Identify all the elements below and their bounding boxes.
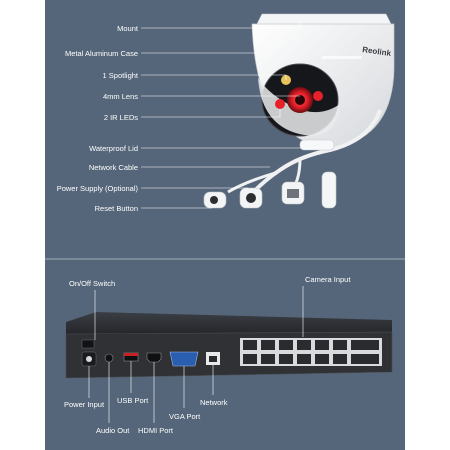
network-connector [281,181,305,205]
callout-hdmi-port: HDMI Port [138,426,174,435]
callout-network-cable: Network Cable [88,163,138,172]
waterproof-lid [299,139,335,151]
nvr-leader-lines [88,286,304,423]
callout-metal-case: Metal Aluminum Case [65,49,138,58]
nvr-recorder [65,312,393,379]
callout-network: Network [200,398,228,407]
callout-lens: 4mm Lens [102,92,138,101]
power-switch [81,339,95,349]
section-divider [45,258,405,260]
camera-leader-lines [141,20,310,209]
hdmi-port [146,352,162,363]
camera-input-ports [240,338,382,366]
power-connector [239,187,263,209]
callout-vga-port: VGA Port [169,412,201,421]
audio-port [104,353,114,363]
callout-ir-leds: 2 IR LEDs [103,113,138,122]
dome-camera [251,13,395,149]
callout-reset-button: Reset Button [94,204,138,213]
callout-usb-port: USB Port [117,396,149,405]
ir-led-icon [313,91,323,101]
callout-audio-out: Audio Out [96,426,130,435]
usb-port [123,352,139,362]
callout-spotlight: 1 Spotlight [102,71,138,80]
callout-power-input: Power Input [64,400,105,409]
callout-waterproof-lid: Waterproof Lid [89,144,138,153]
callout-camera-input: Camera Input [305,275,351,284]
reset-button-part [203,191,227,209]
vga-port [169,351,199,367]
callout-power-supply: Power Supply (Optional) [56,184,138,193]
ir-led-icon [275,99,285,109]
network-cap [321,171,337,209]
brand-logo: Reolink [362,45,392,58]
callout-on-off-switch: On/Off Switch [69,279,116,288]
callout-mount: Mount [117,24,138,33]
